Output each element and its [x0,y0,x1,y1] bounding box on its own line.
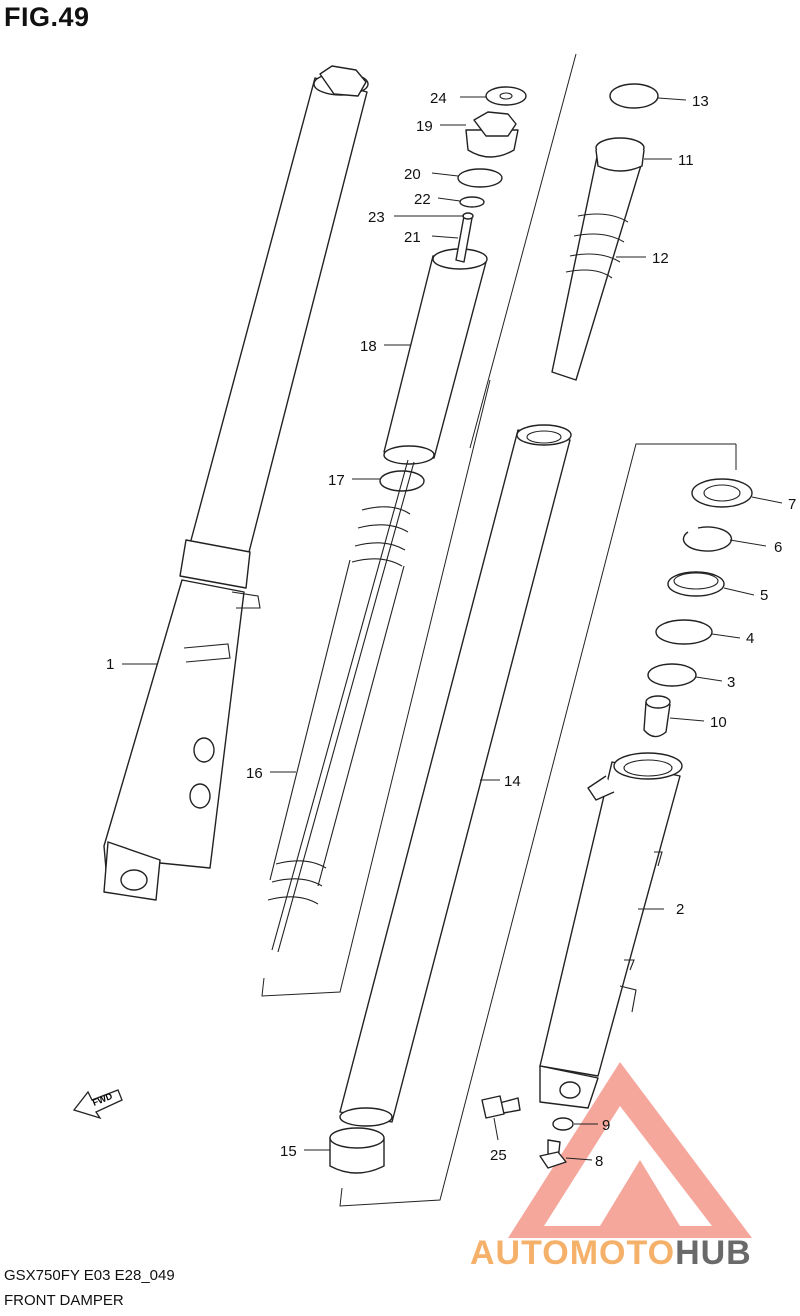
part-11-rebound-spring-seat [551,137,645,381]
callout-10: 10 [710,714,727,731]
callout-3: 3 [727,674,735,691]
forward-direction-icon: FWD [72,1089,123,1120]
part-8-bolt [539,1139,567,1169]
callout-4: 4 [746,630,754,647]
callout-17: 17 [328,472,345,489]
part-6-stopper-ring [682,526,733,552]
part-12-spring [565,213,629,279]
callout-13: 13 [692,93,709,110]
callout-8: 8 [595,1153,603,1170]
part-19-cap-bolt [465,111,519,158]
part-14-inner-tube [339,424,572,1127]
part-24-washer [485,86,527,106]
part-7-dust-seal [691,478,753,508]
section-name: FRONT DAMPER [4,1292,124,1309]
callout-15: 15 [280,1143,297,1160]
part-13-snap-ring [609,83,659,109]
assembly-guide-lines [261,53,737,1207]
part-9-gasket [552,1117,574,1131]
watermark-logo-icon [508,1062,752,1238]
part-25-bolt [481,1095,521,1119]
callout-19: 19 [416,118,433,135]
callout-16: 16 [246,765,263,782]
part-22-o-ring [459,196,485,208]
watermark-brand: AUTOMOTOHUB [470,1234,752,1273]
part-3-guide-metal [647,663,697,687]
part-10-oil-lock-piece [643,695,671,738]
callout-22: 22 [414,191,431,208]
part-1-outer-tube [103,65,369,901]
callout-12: 12 [652,250,669,267]
figure-title: FIG.49 [4,2,90,32]
callout-25: 25 [490,1147,507,1164]
part-4-washer [655,619,713,645]
callout-1: 1 [106,656,114,673]
part-21-damper-rod [455,212,474,263]
watermark-brand-part1: AUTOMOTO [470,1234,676,1272]
part-20-o-ring [457,168,503,188]
callout-21: 21 [404,229,421,246]
callout-11: 11 [678,152,694,169]
callout-20: 20 [404,166,421,183]
callout-leaders [122,96,783,1161]
part-18-damper-cylinder [383,248,488,465]
callout-6: 6 [774,539,782,556]
callout-5: 5 [760,587,768,604]
part-2-outer-tube-right [539,752,683,1109]
callout-18: 18 [360,338,377,355]
callout-23: 23 [368,209,385,226]
callout-7: 7 [788,496,796,513]
callout-9: 9 [602,1117,610,1134]
part-5-oil-seal [667,571,725,597]
watermark-brand-part2: HUB [675,1234,752,1272]
part-15-bushing [329,1127,385,1174]
callout-24: 24 [430,90,447,107]
part-16-spring-rod [267,459,415,953]
callout-labels: 1 2 3 4 5 6 7 8 9 10 11 12 13 14 15 16 1… [106,90,796,1170]
model-code: GSX750FY E03 E28_049 [4,1267,175,1284]
callout-2: 2 [676,901,684,918]
callout-14: 14 [504,773,521,790]
